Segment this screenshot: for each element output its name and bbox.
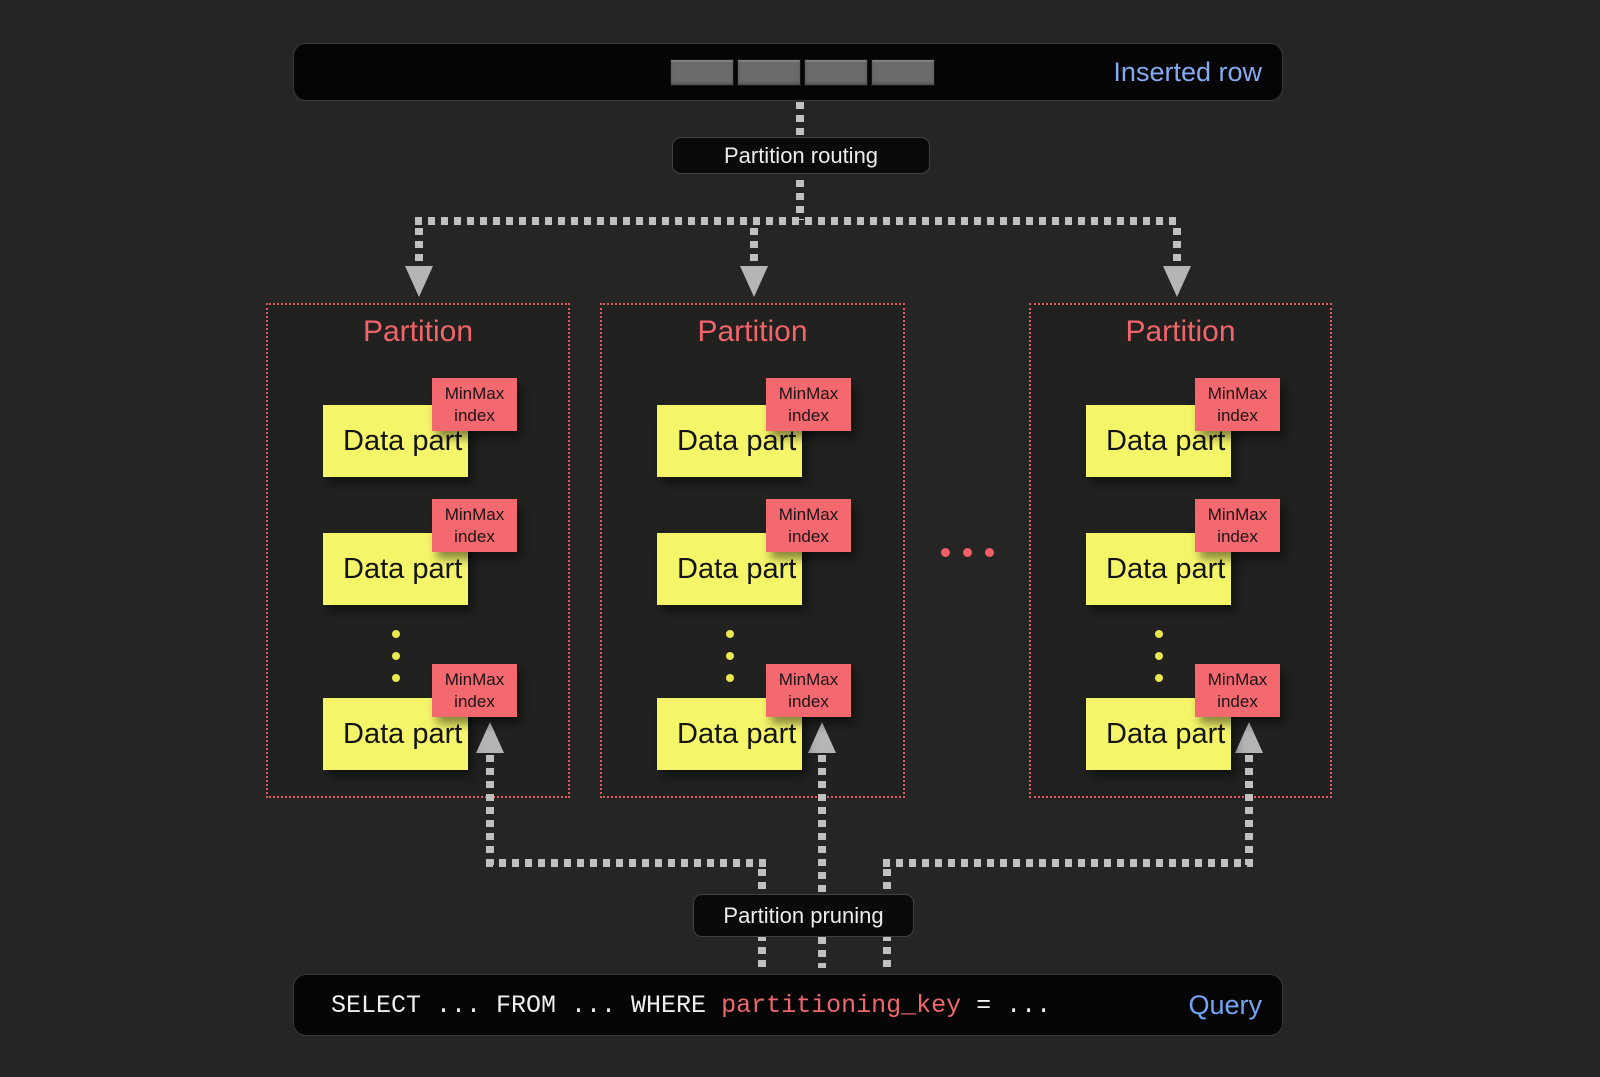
data-part-label: Data part <box>343 552 463 585</box>
partition-routing-label: Partition routing <box>672 137 930 174</box>
query-partitioning-key: partitioning_key <box>721 990 962 1020</box>
ellipsis-dot <box>392 674 400 682</box>
row-cell <box>737 59 801 86</box>
arrowhead-up-left-icon <box>476 722 504 753</box>
query-box: SELECT ... FROM ... WHERE partitioning_k… <box>293 974 1283 1036</box>
minmax-index-tag: MinMax index <box>1195 499 1280 552</box>
arrowhead-down-left-icon <box>405 266 433 297</box>
ellipsis-dot <box>726 630 734 638</box>
partition-box-2: Partition MinMax index Data part MinMax … <box>600 303 905 798</box>
ellipsis-dot <box>392 630 400 638</box>
inserted-row-box: Inserted row <box>293 43 1283 101</box>
partition-title: Partition <box>1125 315 1236 348</box>
data-part-label: Data part <box>343 717 463 750</box>
ellipsis-dot <box>726 652 734 660</box>
minmax-index-tag: MinMax index <box>1195 664 1280 717</box>
minmax-index-tag: MinMax index <box>766 378 851 431</box>
row-cells <box>670 59 935 86</box>
branch-drop-middle <box>750 228 758 266</box>
partitions-ellipsis-dot <box>985 548 994 557</box>
ellipsis-dot <box>1155 674 1163 682</box>
partition-title: Partition <box>697 315 808 348</box>
pruning-shaft-right <box>1245 755 1253 865</box>
ellipsis-dot <box>1155 652 1163 660</box>
arrowhead-up-middle-icon <box>808 722 836 753</box>
partition-box-3: Partition MinMax index Data part MinMax … <box>1029 303 1332 798</box>
ellipsis-dot <box>726 674 734 682</box>
ellipsis-dot <box>392 652 400 660</box>
data-part-label: Data part <box>677 717 797 750</box>
query-text-after: = ... <box>961 990 1052 1020</box>
partitions-ellipsis-dot <box>963 548 972 557</box>
arrowhead-up-right-icon <box>1235 722 1263 753</box>
branch-line-horizontal <box>415 217 1181 225</box>
minmax-index-tag: MinMax index <box>1195 378 1280 431</box>
data-part-box: Data part <box>323 698 468 770</box>
row-cell <box>670 59 734 86</box>
arrowhead-down-right-icon <box>1163 266 1191 297</box>
data-part-label: Data part <box>677 552 797 585</box>
partition-pruning-label: Partition pruning <box>693 894 914 937</box>
ellipsis-dot <box>1155 630 1163 638</box>
query-text-before: SELECT ... FROM ... WHERE <box>331 990 722 1020</box>
row-cell <box>871 59 935 86</box>
minmax-index-tag: MinMax index <box>432 664 517 717</box>
partition-box-1: Partition MinMax index Data part MinMax … <box>266 303 570 798</box>
pruning-shaft-left <box>486 755 494 865</box>
query-label: Query <box>1188 989 1262 1020</box>
branch-drop-right <box>1173 228 1181 266</box>
minmax-index-tag: MinMax index <box>432 499 517 552</box>
minmax-index-tag: MinMax index <box>766 499 851 552</box>
partitions-ellipsis-dot <box>941 548 950 557</box>
branch-drop-left <box>415 228 423 266</box>
pruning-line-right-horizontal <box>883 859 1253 867</box>
minmax-index-tag: MinMax index <box>432 378 517 431</box>
data-part-label: Data part <box>1106 717 1226 750</box>
partition-title: Partition <box>362 315 474 348</box>
pruning-shaft-middle <box>818 755 826 968</box>
query-text: SELECT ... FROM ... WHERE partitioning_k… <box>331 975 1051 1035</box>
arrowhead-down-middle-icon <box>740 266 768 297</box>
data-part-label: Data part <box>1106 552 1226 585</box>
row-cell <box>804 59 868 86</box>
inserted-row-label: Inserted row <box>1113 56 1262 87</box>
minmax-index-tag: MinMax index <box>766 664 851 717</box>
data-part-box: Data part <box>1086 405 1231 477</box>
pruning-line-left-horizontal <box>486 859 766 867</box>
